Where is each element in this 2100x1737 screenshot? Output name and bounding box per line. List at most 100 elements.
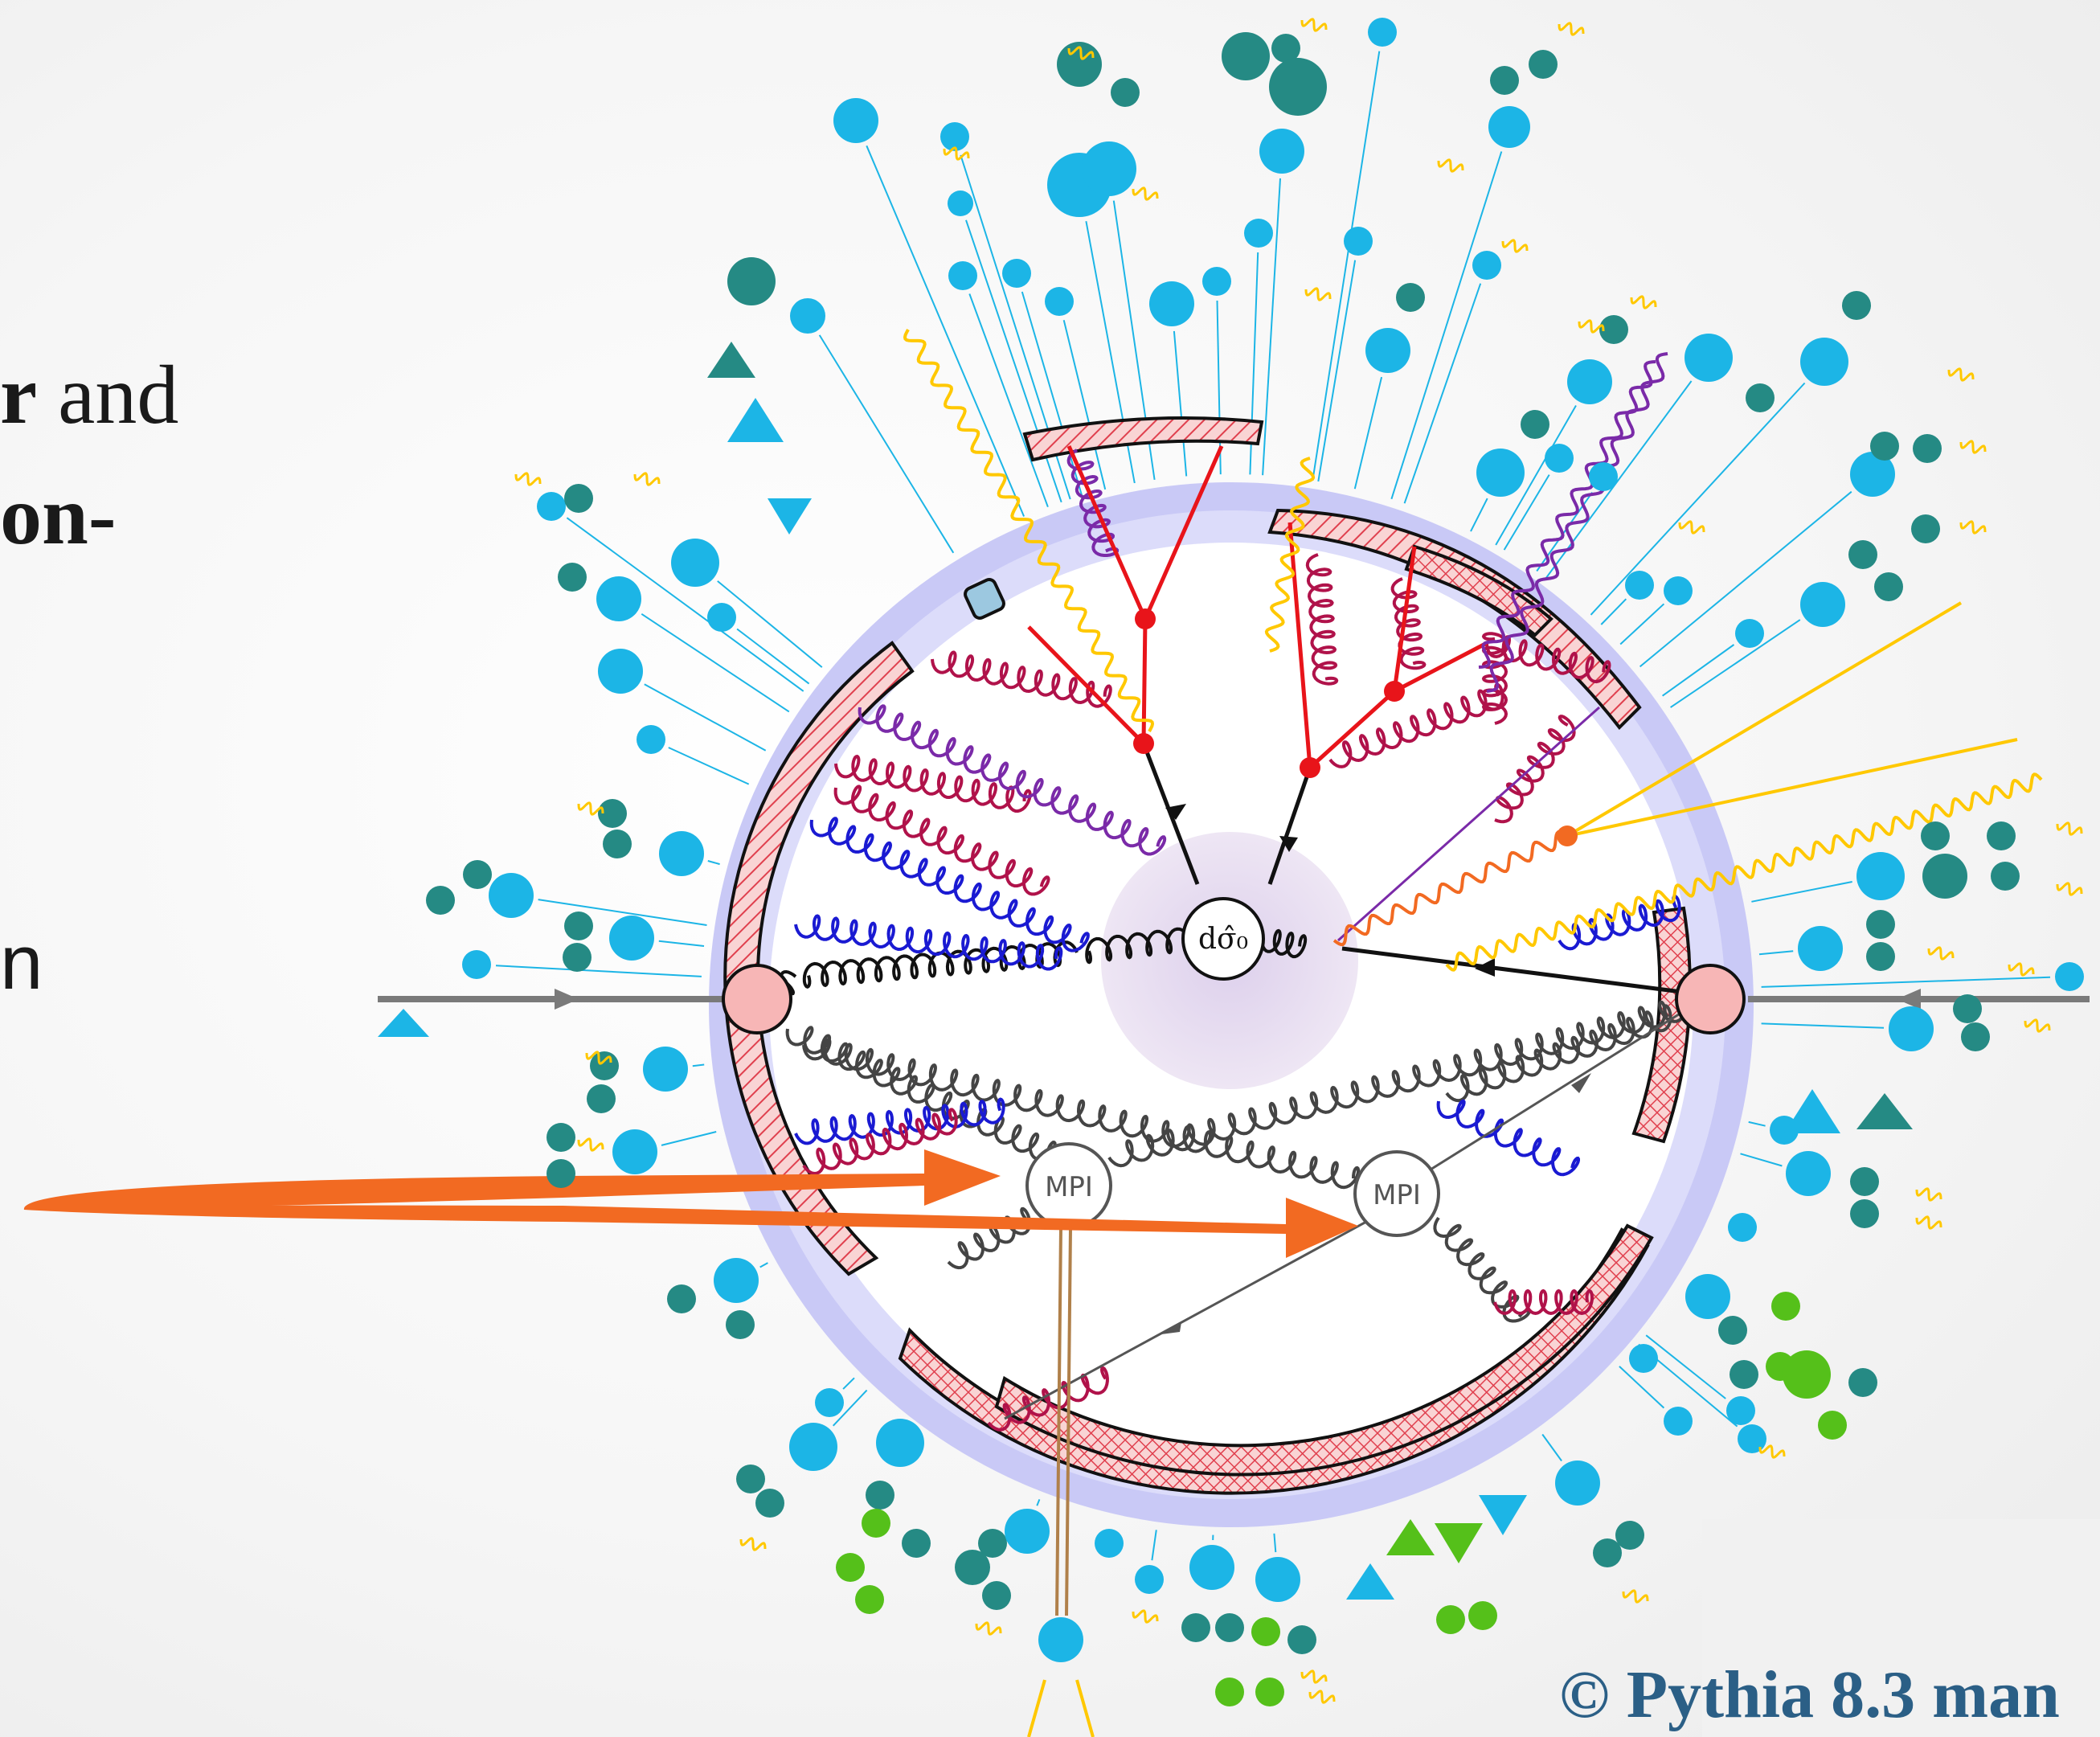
hadron-teal (1850, 1167, 1879, 1196)
hadron-blue (1472, 251, 1501, 280)
gluon-coil (1305, 553, 1339, 686)
hadron-trajectory (1216, 300, 1222, 475)
triangle-marker (1784, 1089, 1840, 1133)
red-quark-6 (1308, 690, 1396, 769)
soft-photon (1630, 295, 1657, 309)
soft-photon (1132, 186, 1159, 201)
slide-text-fragment: and (37, 349, 179, 441)
photon-line (1566, 601, 1963, 838)
parton-shower-gluons (771, 449, 1688, 1432)
hadron-blue (1625, 571, 1654, 600)
hadron-blue (1567, 359, 1612, 404)
hadron-trajectory (658, 940, 705, 947)
soft-photon (1959, 440, 1987, 454)
hadron-trajectory (1151, 1530, 1157, 1561)
hadron-trajectory (832, 1389, 868, 1427)
gluon-coil (1260, 928, 1308, 959)
hadron-teal (587, 1084, 616, 1113)
hadron-blue (1189, 1545, 1234, 1590)
triangle-marker (768, 498, 812, 535)
gluon-coil (809, 817, 1090, 952)
photon-wavy (1486, 352, 1668, 693)
hadron-teal (1181, 1613, 1210, 1642)
hadron-teal (1991, 862, 2020, 891)
hadron-blue (1095, 1529, 1124, 1558)
vertex-dot (1557, 825, 1578, 846)
hadron-teal (1396, 283, 1425, 312)
hadron-trajectory (495, 965, 702, 977)
gluon-coil (1107, 995, 1688, 1168)
credit-text: © Pythia 8.3 man (1559, 1657, 2060, 1732)
cluster-blob-small (964, 578, 1005, 620)
string-arc-upper-right (1267, 508, 1642, 731)
triangle-marker (1856, 1093, 1913, 1129)
triangle-marker (1386, 1519, 1435, 1555)
credit-background (1702, 1519, 2100, 1737)
hadron-trajectory (1503, 474, 1550, 551)
hadron-trajectory (1751, 881, 1852, 903)
photon-lines (903, 329, 2043, 972)
hadron-blue (1045, 287, 1074, 316)
hard-process-node (1181, 897, 1265, 981)
annotation-arrow-2 (23, 1205, 1286, 1234)
string-arc-upper-right-2 (1404, 544, 1554, 637)
hadron-trajectory (1590, 382, 1806, 616)
hadron-trajectory (717, 580, 823, 668)
hadron-blue (1685, 334, 1733, 382)
hadron-teal (1987, 821, 2016, 850)
hadron-teal (1961, 1022, 1990, 1051)
hadron-blue (815, 1388, 844, 1417)
hadron-trajectory (1662, 644, 1735, 697)
hadron-blue (1488, 106, 1530, 148)
hadron-trajectory (1670, 619, 1801, 708)
hadron-green (1436, 1605, 1465, 1634)
hadron-blue (1726, 1396, 1755, 1425)
red-quark-5 (1287, 522, 1312, 768)
hadron-blue (948, 261, 977, 290)
hadron-blue (598, 649, 643, 694)
hadron-teal (1222, 32, 1270, 80)
hadron-trajectory-lines (495, 51, 2051, 1561)
soft-photon (2024, 1018, 2051, 1033)
soft-photon (1915, 1187, 1942, 1202)
hadron-green (1468, 1601, 1497, 1630)
hadron-teal (1850, 1199, 1879, 1228)
gluon-coil (1436, 1099, 1580, 1177)
hadron-teal (563, 943, 592, 972)
vertex-dot (1384, 681, 1405, 702)
hadron-blue (1555, 1460, 1600, 1506)
hadron-green (862, 1509, 890, 1538)
hadron-blue (1244, 219, 1273, 248)
hadron-teal (426, 886, 455, 915)
gluon-coil (1085, 927, 1191, 965)
hard-process-label: dσ̂₀ (1198, 923, 1248, 956)
hadron-blue (1728, 1213, 1757, 1242)
hadron-trajectory (1758, 950, 1794, 956)
hadron-teal (902, 1529, 931, 1558)
hadron-blue (1476, 449, 1525, 497)
soft-photon (577, 801, 604, 816)
hadron-blue (671, 539, 719, 587)
hadron-trajectory (1390, 151, 1503, 500)
hadron-blue (1800, 338, 1848, 386)
red-quark-1 (1141, 618, 1148, 744)
hadron-teal (1521, 410, 1549, 439)
beam-arrow-left (555, 989, 579, 1010)
red-quark-4 (1027, 625, 1145, 745)
hadron-blue (833, 98, 878, 143)
hadron-teal (667, 1284, 696, 1313)
hadron-green (1771, 1292, 1800, 1321)
soft-photon (2056, 882, 2083, 896)
hadron-blue (1344, 227, 1373, 256)
hadron-green (1255, 1678, 1284, 1706)
hadron-blue (2055, 962, 2084, 991)
triangle-marker (1346, 1563, 1394, 1600)
hadron-blue (1850, 452, 1895, 497)
purple-quark (1337, 706, 1600, 942)
hadron-blue (948, 190, 973, 216)
red-quark-7 (1392, 546, 1417, 692)
hadron-teal (1848, 540, 1877, 569)
hadron-green (1251, 1617, 1280, 1646)
hadron-trajectory (661, 1131, 717, 1146)
